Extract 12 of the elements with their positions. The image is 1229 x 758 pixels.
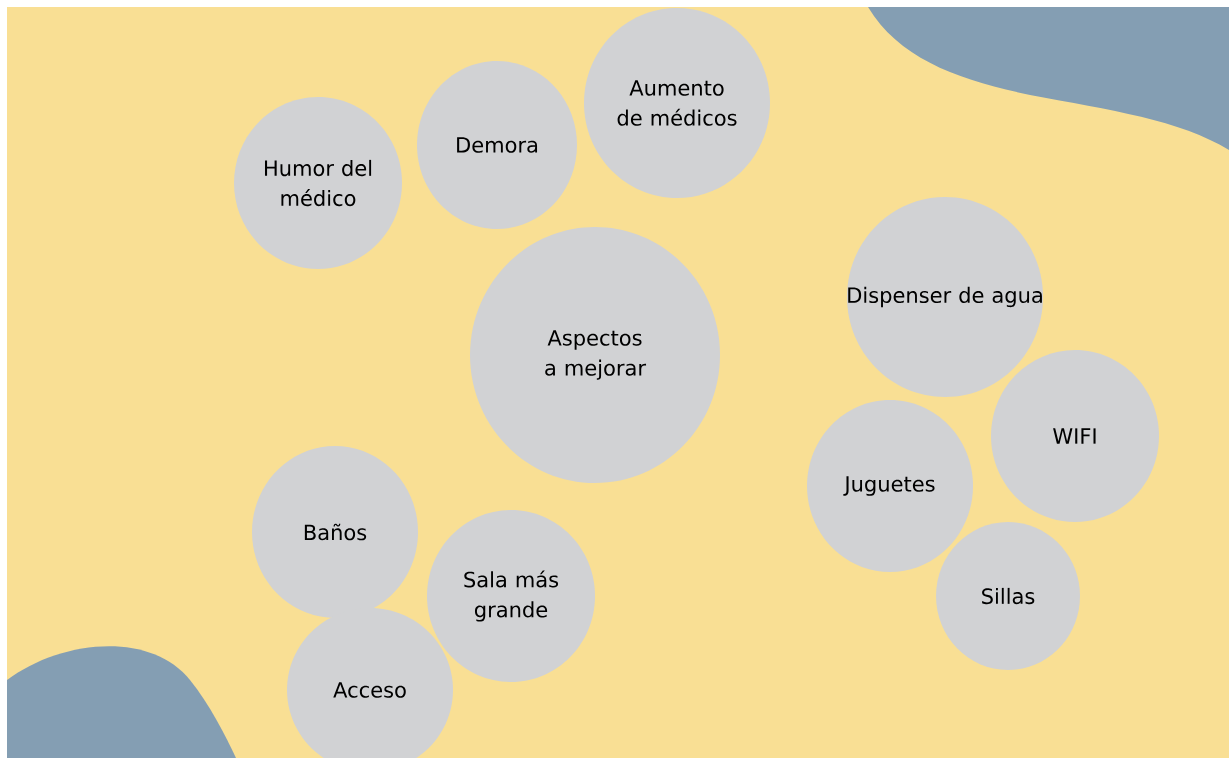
bubble: Aspectos a mejorar <box>470 227 720 483</box>
bubble: WIFI <box>991 350 1159 522</box>
bubble: Acceso <box>287 608 453 758</box>
bubble: Demora <box>417 61 577 229</box>
bubble: Aumento de médicos <box>584 8 770 198</box>
bubble: Sillas <box>936 522 1080 670</box>
bubble: Baños <box>252 446 418 618</box>
node-label: Acceso <box>333 682 406 698</box>
bubble: Humor del médico <box>234 97 402 269</box>
bubble: Dispenser de agua <box>847 197 1043 397</box>
bubble: Juguetes <box>807 400 973 572</box>
bubble: Sala más grande <box>427 510 595 682</box>
